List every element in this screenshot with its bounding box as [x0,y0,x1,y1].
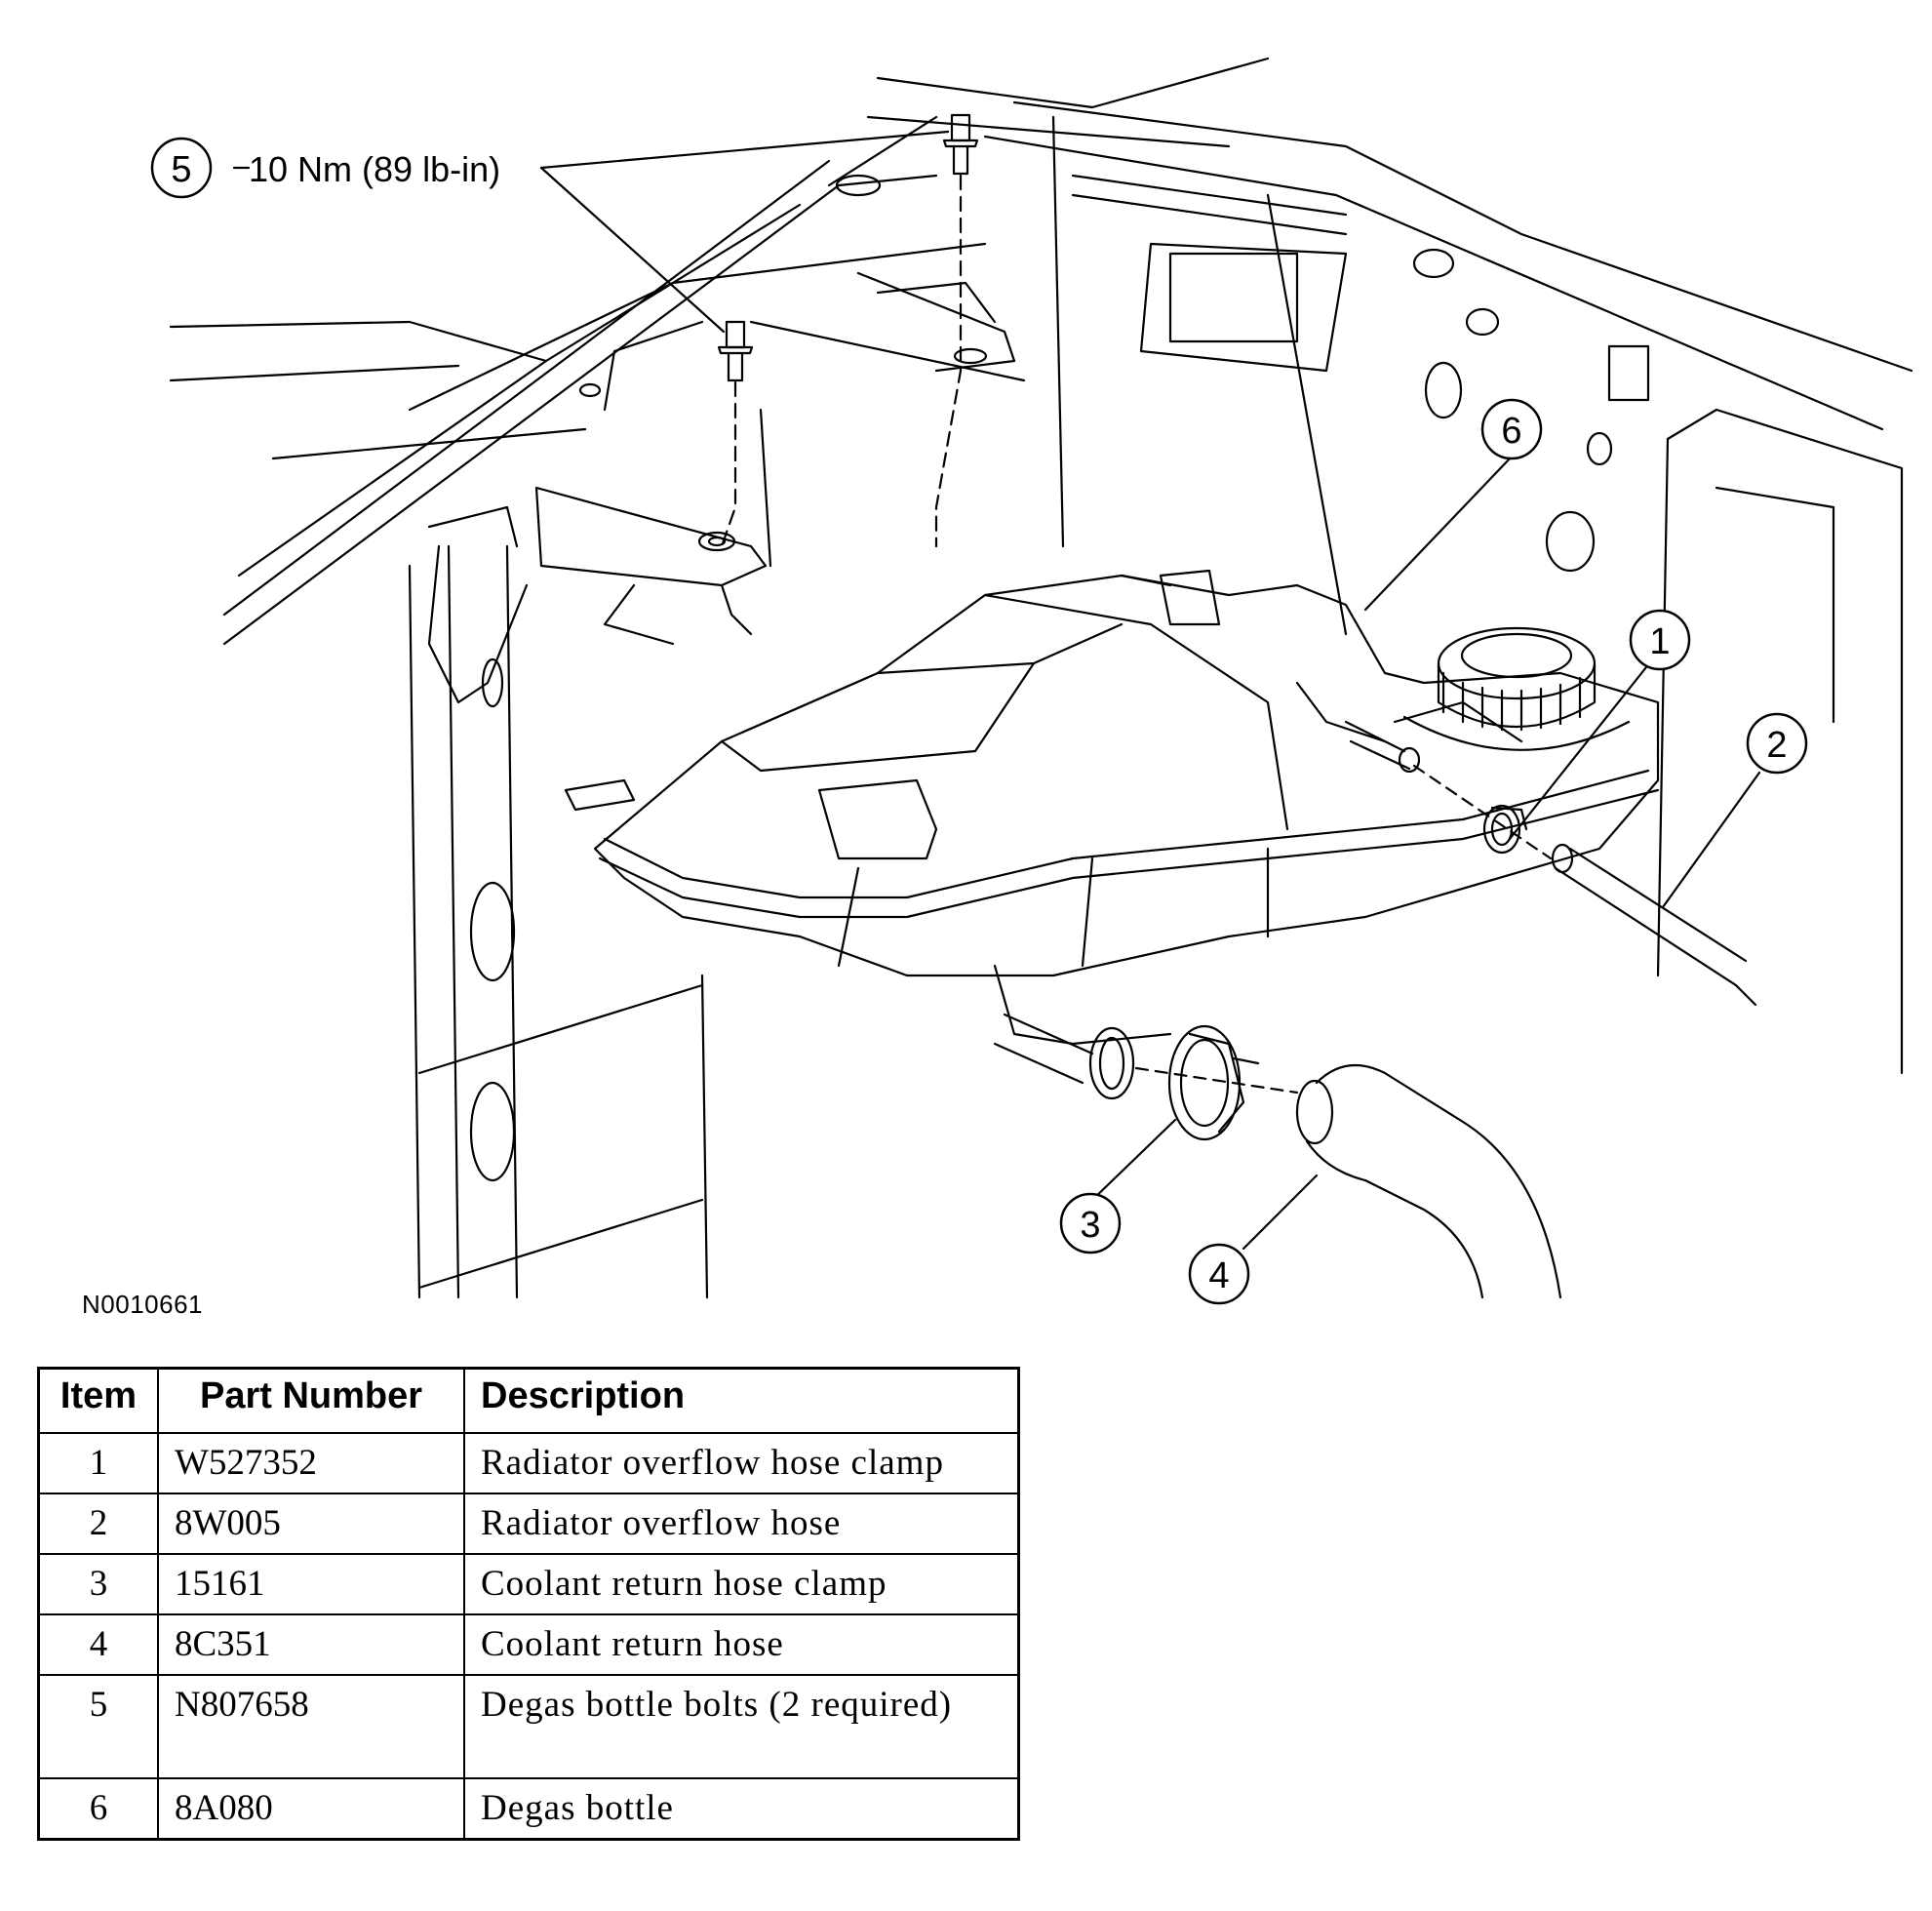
callout-3-number: 3 [1080,1205,1100,1246]
row-part-number: 8C351 [157,1613,465,1676]
row-description: Degas bottle bolts (2 required) [463,1674,1020,1779]
callout-1-circle [1629,609,1691,671]
overflow-hose [1551,843,1757,1007]
callout-5-number: 5 [171,149,191,190]
header-description: Description [463,1367,1020,1434]
header-part-number: Part Number [157,1367,465,1434]
callout-1-number: 1 [1649,621,1670,662]
overflow-nipple [1344,720,1421,774]
table-row: 2 8W005 Radiator overflow hose [37,1493,1020,1555]
torque-spec: 10 Nm (89 lb-in) [249,149,500,189]
row-part-number: 8A080 [157,1777,465,1841]
callout-6-number: 6 [1501,411,1521,452]
table-header-row: Item Part Number Description [37,1367,1020,1434]
row-item: 4 [37,1613,159,1676]
coolant-outlet [993,1013,1135,1100]
callout-4-number: 4 [1208,1255,1229,1296]
callout-2-circle [1746,712,1808,775]
row-item: 6 [37,1777,159,1841]
row-item: 5 [37,1674,159,1779]
bolt-5a [942,113,979,176]
callout-3-circle [1059,1192,1122,1254]
fender-apron [983,100,1913,1075]
coolant-return-hose [1295,1063,1562,1299]
radiator-support-crossmember [169,57,1270,646]
table-row: 3 15161 Coolant return hose clamp [37,1553,1020,1615]
coolant-return-hose-clamp [1167,1024,1260,1141]
row-description: Degas bottle [463,1777,1020,1841]
row-part-number: N807658 [157,1674,465,1779]
left-side-structure [408,505,709,1299]
mounting-bracket [534,271,1026,646]
header-item: Item [37,1367,159,1434]
table-row: 1 W527352 Radiator overflow hose clamp [37,1432,1020,1494]
parts-table: Item Part Number Description 1 W527352 R… [37,1367,1020,1841]
figure-id: N0010661 [82,1290,203,1319]
row-description: Coolant return hose [463,1613,1020,1676]
bolt-5b [717,320,754,382]
table-row: 5 N807658 Degas bottle bolts (2 required… [37,1674,1020,1779]
row-item: 3 [37,1553,159,1615]
row-part-number: 8W005 [157,1493,465,1555]
row-part-number: 15161 [157,1553,465,1615]
degas-bottle-illustration: 5 6 1 2 3 4 10 Nm (89 lb-in) [150,57,1913,1305]
callout-2-number: 2 [1766,725,1787,766]
callout-4-circle [1188,1243,1250,1305]
row-description: Coolant return hose clamp [463,1553,1020,1615]
callout-6-circle [1480,398,1543,460]
row-description: Radiator overflow hose clamp [463,1432,1020,1494]
table-row: 4 8C351 Coolant return hose [37,1613,1020,1676]
row-part-number: W527352 [157,1432,465,1494]
callout-5-circle [150,137,213,199]
row-item: 1 [37,1432,159,1494]
overflow-hose-clamp [1482,804,1528,855]
row-item: 2 [37,1493,159,1555]
leader-lines [232,130,1761,1251]
table-row: 6 8A080 Degas bottle [37,1777,1020,1841]
row-description: Radiator overflow hose [463,1493,1020,1555]
degas-cap [1402,626,1631,751]
